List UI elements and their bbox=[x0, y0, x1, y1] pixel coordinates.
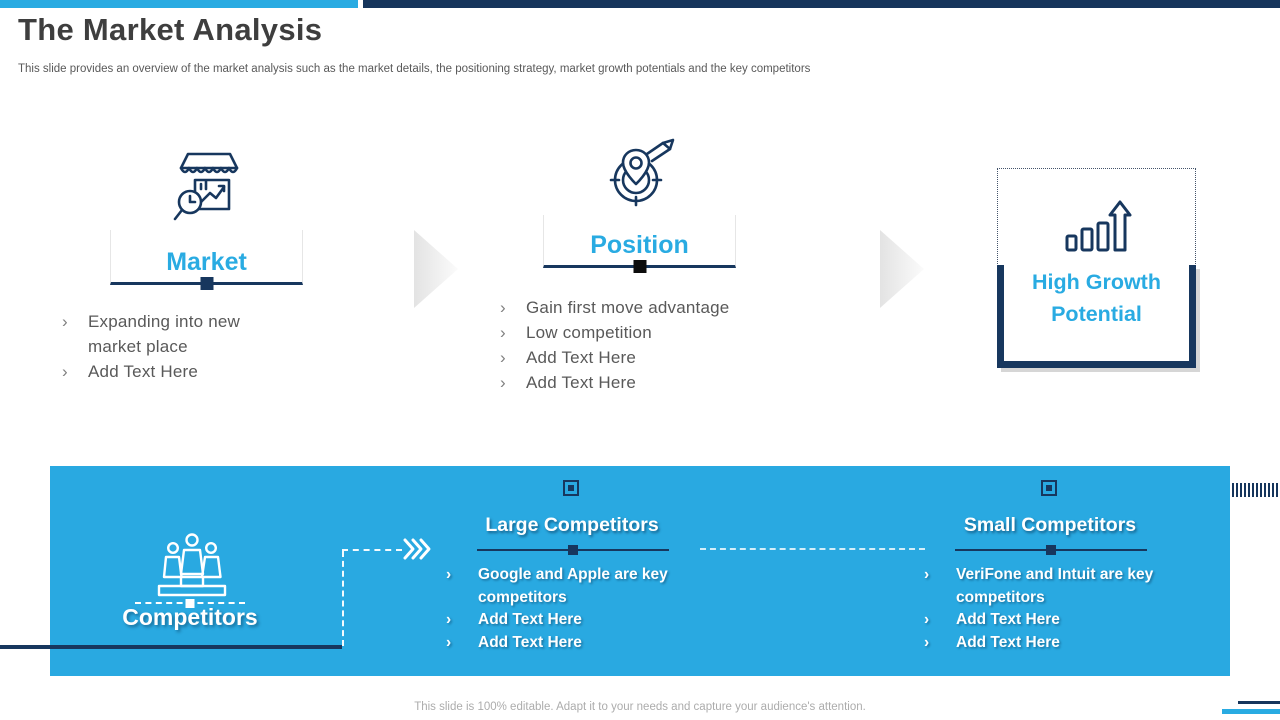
list-item[interactable]: › Add Text Here bbox=[924, 609, 1168, 632]
competitors-title[interactable]: Competitors bbox=[122, 604, 258, 630]
list-item[interactable]: › Expanding into new market place bbox=[62, 309, 298, 359]
bullet-text: Gain first move advantage bbox=[526, 298, 730, 317]
bullet-text: Add Text Here bbox=[526, 348, 637, 367]
corner-cyan-dash bbox=[1222, 709, 1280, 714]
flow-arrow-icon bbox=[880, 230, 924, 313]
connector-node-square bbox=[568, 545, 578, 555]
competitors-dashed-divider bbox=[135, 599, 245, 608]
bullet-marker: › bbox=[500, 348, 506, 367]
growth-box-frame bbox=[997, 265, 1196, 368]
connector-node-square bbox=[200, 277, 213, 290]
bullet-text: Add Text Here bbox=[88, 362, 199, 381]
bullet-marker: › bbox=[924, 611, 930, 628]
square-marker-icon bbox=[1041, 480, 1057, 496]
list-item[interactable]: › Add Text Here bbox=[500, 370, 729, 395]
dashed-connector-vertical bbox=[342, 551, 344, 646]
bullet-text: Low competition bbox=[526, 323, 652, 342]
dashed-connector-horizontal bbox=[342, 549, 402, 551]
slide-footer-note: This slide is 100% editable. Adapt it to… bbox=[414, 701, 866, 713]
list-item[interactable]: › Add Text Here bbox=[62, 359, 298, 384]
large-competitors-bullet-list[interactable]: › Google and Apple are key competitors ›… bbox=[446, 564, 690, 654]
bullet-marker: › bbox=[446, 566, 452, 583]
bullet-marker: › bbox=[924, 566, 930, 583]
list-item[interactable]: › Add Text Here bbox=[500, 345, 729, 370]
market-title: Market bbox=[166, 248, 247, 276]
connector-node-square bbox=[1046, 545, 1056, 555]
market-bullet-list[interactable]: › Expanding into new market place › Add … bbox=[62, 309, 298, 384]
list-item[interactable]: › Add Text Here bbox=[446, 632, 690, 655]
bullet-marker: › bbox=[500, 323, 506, 342]
bullet-marker: › bbox=[500, 373, 506, 392]
connector-node-square bbox=[633, 260, 646, 273]
bullet-marker: › bbox=[446, 611, 452, 628]
connector-node-square bbox=[185, 599, 195, 608]
large-competitors-underline bbox=[477, 545, 669, 555]
bullet-text: Expanding into new market place bbox=[88, 312, 240, 356]
bullet-marker: › bbox=[500, 298, 506, 317]
position-title: Position bbox=[590, 231, 689, 259]
bullet-marker: › bbox=[446, 633, 452, 651]
competitors-baseline bbox=[0, 645, 342, 649]
small-competitors-bullet-list[interactable]: › VeriFone and Intuit are key competitor… bbox=[924, 564, 1168, 654]
small-competitors-title[interactable]: Small Competitors bbox=[963, 514, 1137, 536]
large-competitors-title[interactable]: Large Competitors bbox=[485, 514, 659, 536]
bullet-text: Add Text Here bbox=[526, 373, 637, 392]
competitors-band bbox=[50, 466, 1230, 676]
slide-subtitle[interactable]: This slide provides an overview of the m… bbox=[18, 63, 811, 75]
barcode-stripes-decoration bbox=[1232, 483, 1280, 497]
list-item[interactable]: › Google and Apple are key competitors bbox=[446, 564, 690, 609]
position-title-box[interactable]: Position bbox=[543, 215, 736, 273]
dashed-connector-between-columns bbox=[700, 548, 925, 550]
page-title[interactable]: The Market Analysis bbox=[18, 12, 323, 47]
bullet-text: Google and Apple are key competitors bbox=[478, 566, 668, 606]
bullet-text: Add Text Here bbox=[956, 633, 1060, 651]
market-title-box[interactable]: Market bbox=[110, 230, 303, 290]
list-item[interactable]: › Low competition bbox=[500, 320, 729, 345]
growth-title: High Growth Potential bbox=[1032, 270, 1161, 327]
podium-people-icon bbox=[150, 531, 234, 604]
top-accent-bar-cyan bbox=[0, 0, 358, 8]
list-item[interactable]: › Add Text Here bbox=[924, 632, 1168, 655]
flow-arrow-icon bbox=[414, 230, 458, 313]
bullet-text: Add Text Here bbox=[478, 611, 582, 628]
high-growth-potential-box[interactable]: High Growth Potential bbox=[997, 168, 1196, 368]
growth-bars-arrow-icon bbox=[1059, 195, 1135, 262]
list-item[interactable]: › VeriFone and Intuit are key competitor… bbox=[924, 564, 1168, 609]
bullet-marker: › bbox=[62, 362, 68, 381]
position-bullet-list[interactable]: › Gain first move advantage › Low compet… bbox=[500, 295, 729, 395]
top-accent-bar-navy bbox=[363, 0, 1280, 8]
bullet-marker: › bbox=[62, 312, 68, 331]
bullet-text: Add Text Here bbox=[478, 633, 582, 651]
list-item[interactable]: › Gain first move advantage bbox=[500, 295, 729, 320]
bullet-text: VeriFone and Intuit are key competitors bbox=[956, 566, 1154, 606]
square-marker-icon bbox=[563, 480, 579, 496]
storefront-analytics-icon bbox=[171, 145, 247, 234]
target-dart-icon bbox=[600, 130, 678, 217]
small-competitors-underline bbox=[955, 545, 1147, 555]
bullet-marker: › bbox=[924, 633, 930, 651]
corner-navy-dash bbox=[1238, 701, 1280, 704]
triple-chevron-icon bbox=[402, 537, 432, 566]
bullet-text: Add Text Here bbox=[956, 611, 1060, 628]
list-item[interactable]: › Add Text Here bbox=[446, 609, 690, 632]
